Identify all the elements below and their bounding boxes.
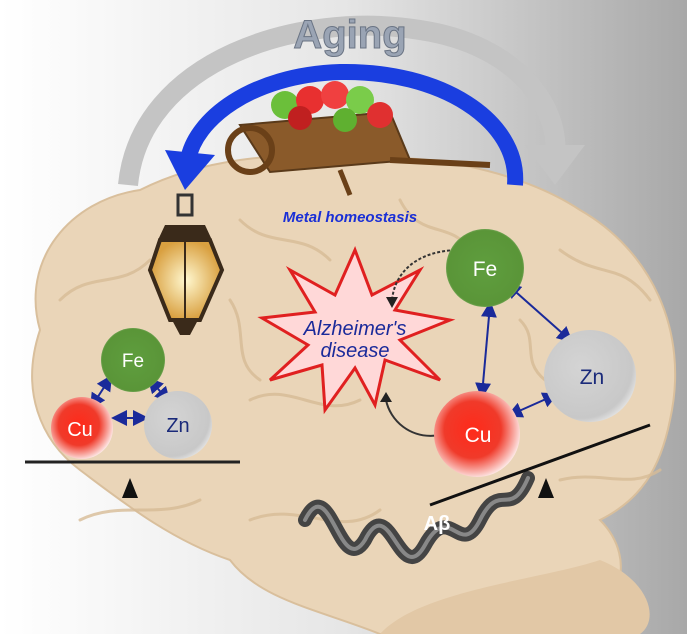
aging-arrow xyxy=(118,15,566,187)
healthy-fe-label: Fe xyxy=(122,351,144,372)
lantern-icon xyxy=(147,193,225,335)
amyloid-beta-label: Aβ xyxy=(424,513,451,535)
healthy-fe-circle xyxy=(101,328,165,392)
fe-to-disease-arrow xyxy=(391,249,461,301)
homeostasis-arrowhead xyxy=(165,150,215,190)
homeostasis-arrow xyxy=(180,63,524,186)
metal-homeostasis-label: Metal homeostasis xyxy=(283,209,417,226)
alzheimers-starburst: Alzheimer's disease xyxy=(257,246,456,415)
diseased-fe-label: Fe xyxy=(473,258,498,281)
alzheimers-label-line2: disease xyxy=(321,340,390,362)
fulcrum-icon xyxy=(538,478,554,498)
healthy-metal-balance: Fe Cu Zn xyxy=(25,328,240,498)
healthy-cu-circle xyxy=(51,397,113,459)
cu-to-disease-arrow xyxy=(385,399,441,437)
diseased-zn-circle xyxy=(544,330,636,422)
wheelbarrow-icon xyxy=(225,81,491,196)
aging-title: Aging xyxy=(293,13,406,57)
fulcrum-icon xyxy=(122,478,138,498)
diseased-metal-imbalance: Fe Zn Cu xyxy=(429,229,651,507)
diseased-cu-circle xyxy=(434,391,520,477)
aging-arrowhead xyxy=(525,145,585,185)
healthy-zn-circle xyxy=(144,391,212,459)
diseased-fe-circle xyxy=(446,229,524,307)
healthy-cu-label: Cu xyxy=(67,419,93,441)
balance-beam-tilted xyxy=(429,423,651,507)
diseased-zn-label: Zn xyxy=(580,366,605,389)
healthy-zn-label: Zn xyxy=(166,415,189,437)
diseased-cu-label: Cu xyxy=(465,424,492,447)
alzheimers-label-line1: Alzheimer's xyxy=(303,318,407,340)
amyloid-beta-helix: Aβ xyxy=(298,471,535,564)
